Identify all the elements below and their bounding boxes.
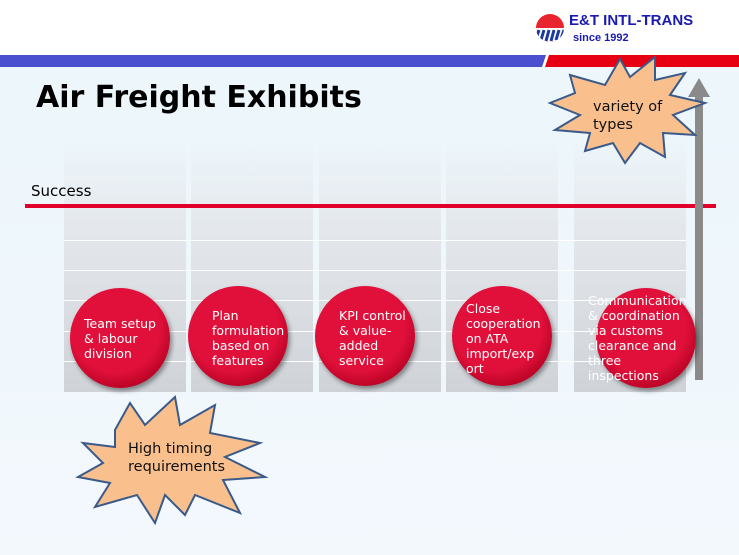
step-line: cooperation — [466, 316, 541, 331]
step-line: Close — [466, 301, 501, 316]
step-text-2: Plan formulation based on features — [212, 308, 284, 368]
step-line: via customs — [588, 323, 664, 338]
step-text-4: Close cooperation on ATA import/exp ort — [466, 301, 541, 376]
step-line: & coordination — [588, 308, 680, 323]
callout-line: types — [593, 117, 633, 133]
starburst-timing-shape — [75, 395, 269, 525]
step-line: KPI control — [339, 308, 406, 323]
starburst-variety-shape — [547, 55, 709, 165]
step-line: division — [84, 346, 132, 361]
company-logo-icon — [536, 14, 564, 42]
step-line: import/exp — [466, 346, 535, 361]
step-line: inspections — [588, 368, 659, 383]
step-line: formulation — [212, 323, 285, 338]
step-line: Communication — [588, 293, 687, 308]
step-line: features — [212, 353, 264, 368]
callout-line: variety of — [593, 99, 663, 115]
step-line: Team setup — [84, 316, 156, 331]
step-line: added — [339, 338, 379, 353]
step-line: service — [339, 353, 384, 368]
step-line: & labour — [84, 331, 138, 346]
step-line: ort — [466, 361, 484, 376]
step-circle-3 — [315, 286, 415, 386]
step-circle-1 — [70, 288, 170, 388]
brand-name: E&T INTL-TRANS — [569, 12, 694, 29]
callout-line: requirements — [128, 459, 226, 475]
callout-timing: High timing requirements — [128, 440, 225, 476]
step-line: Plan — [212, 308, 239, 323]
step-circle-4 — [452, 286, 552, 386]
step-text-5: Communication & coordination via customs… — [588, 293, 687, 383]
step-line: based on — [212, 338, 270, 353]
success-label: Success — [31, 182, 92, 200]
step-text-3: KPI control & value- added service — [339, 308, 406, 368]
header-band — [0, 55, 739, 67]
header: E&T INTL-TRANS since 1992 — [0, 0, 739, 55]
step-text-1: Team setup & labour division — [84, 316, 156, 361]
step-line: clearance and — [588, 338, 677, 353]
step-circle-5 — [596, 288, 696, 388]
success-line — [25, 204, 716, 208]
step-line: on ATA — [466, 331, 509, 346]
step-line: three — [588, 353, 622, 368]
callout-line: High timing — [128, 441, 213, 457]
page-title: Air Freight Exhibits — [36, 80, 362, 115]
step-circle-2 — [188, 286, 288, 386]
grid-line — [64, 270, 686, 271]
callout-variety: variety of types — [593, 98, 662, 134]
step-line: & value- — [339, 323, 392, 338]
brand-since: since 1992 — [573, 32, 629, 44]
grid-line — [64, 240, 686, 241]
